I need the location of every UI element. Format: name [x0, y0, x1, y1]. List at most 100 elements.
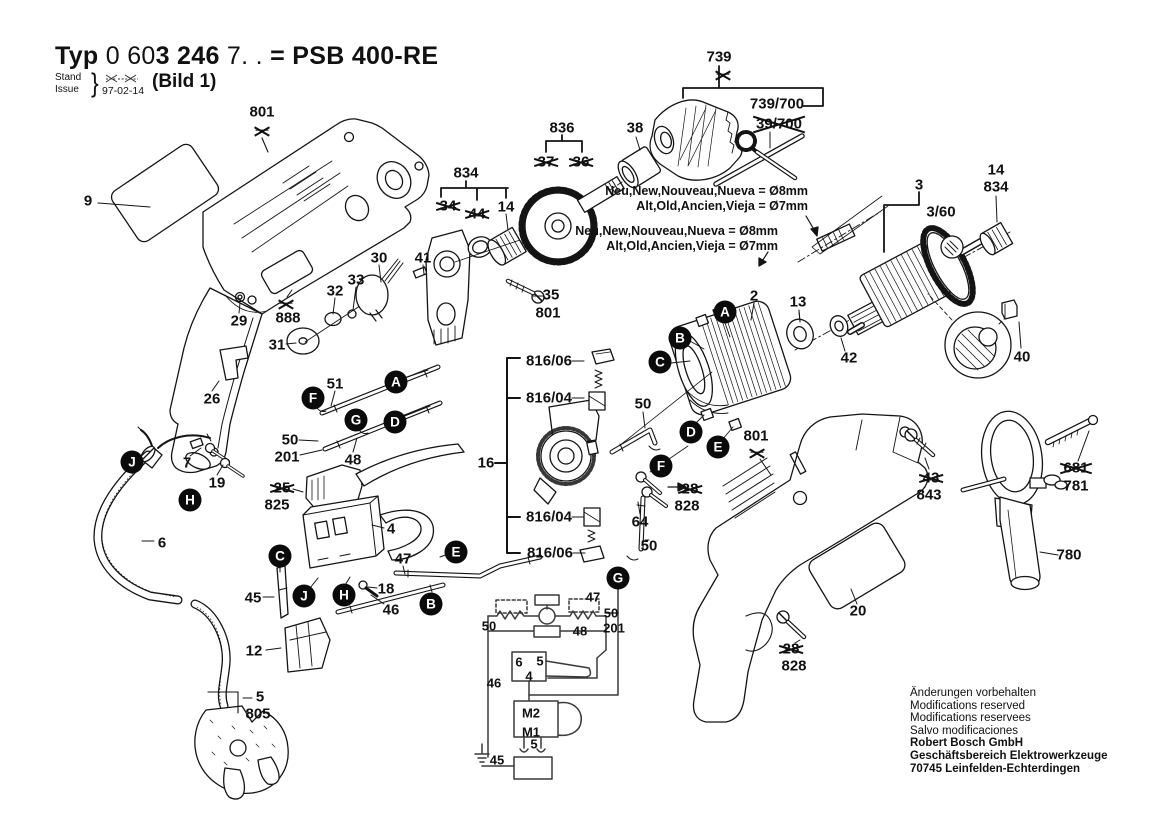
- bearing-plate-drawing: [425, 213, 527, 346]
- part-label-28-superseded: 28: [782, 640, 800, 658]
- footer-block: Änderungen vorbehalten Modifications res…: [910, 687, 1108, 775]
- screw-828-drawing: [776, 610, 807, 640]
- stand-issue-brace: }: [91, 67, 99, 98]
- size-note-new: Neu,New,Nouveau,Nueva = Ø8mm: [575, 224, 778, 238]
- part-label-29: 29: [230, 312, 248, 330]
- part-label-681-superseded: 681: [1063, 459, 1089, 477]
- size-note-new: Neu,New,Nouveau,Nueva = Ø8mm: [605, 184, 808, 198]
- superseded-x-icon: [749, 446, 766, 459]
- housing-right-drawing: [692, 413, 930, 723]
- wire-callout-E: E: [444, 540, 468, 564]
- wire-callout-C: C: [268, 544, 292, 568]
- part-label-816-06: 816/06: [526, 352, 572, 370]
- part-label-51: 51: [326, 375, 344, 393]
- footer-legal-line: Modifications reserved: [910, 699, 1026, 712]
- wire-callout-J: J: [292, 584, 316, 608]
- washer-group-drawing: [285, 258, 428, 355]
- part-label-47: 47: [585, 589, 601, 605]
- part-label-25-superseded: 25: [273, 479, 291, 497]
- part-label-4: 4: [386, 520, 396, 538]
- part-label-739-700: 739/700: [749, 95, 805, 113]
- part-label-4: 4: [525, 668, 533, 684]
- part-label-50: 50: [603, 605, 619, 621]
- part-label-16: 16: [477, 454, 495, 472]
- wire-callout-B: B: [419, 592, 443, 616]
- size-note-lower: Neu,New,Nouveau,Nueva = Ø8mm Alt,Old,Anc…: [568, 224, 778, 254]
- small-screws-drawing: [358, 471, 687, 598]
- screw-35-drawing: [505, 278, 545, 304]
- part-label-3: 3: [914, 176, 924, 194]
- part-label-739: 739: [706, 48, 732, 66]
- trigger-825-drawing: [305, 443, 465, 513]
- part-label-48: 48: [572, 623, 588, 639]
- part-label-6: 6: [515, 654, 523, 670]
- power-cord-drawing: [93, 426, 289, 800]
- part-label-42: 42: [840, 349, 858, 367]
- switch-4-drawing: [302, 495, 435, 569]
- part-label-41: 41: [414, 249, 432, 267]
- wire-callout-E: E: [706, 435, 730, 459]
- part-label-44-superseded: 44: [468, 205, 486, 223]
- wire-callout-F: F: [649, 454, 673, 478]
- wire-callout-A: A: [713, 300, 737, 324]
- part-label-40: 40: [1013, 348, 1031, 366]
- brush-holder-12-drawing: [265, 617, 331, 673]
- footer-legal-line: Änderungen vorbehalten: [910, 687, 1036, 699]
- part-label-201: 201: [603, 620, 625, 636]
- grouping-brackets: [261, 65, 920, 554]
- part-label-825: 825: [264, 496, 290, 514]
- wire-callout-G: G: [344, 408, 368, 432]
- part-label-5: 5: [536, 653, 544, 669]
- part-label-M2: M2: [521, 705, 541, 721]
- nameplate-9-drawing: [110, 143, 220, 243]
- spindle-drawing: [797, 195, 889, 263]
- part-label-38: 38: [626, 119, 644, 137]
- part-label-36-superseded: 36: [572, 153, 590, 171]
- shaft-section-detail-drawing: [927, 293, 1022, 379]
- footer-company-line: 70745 Leinfelden-Echterdingen: [910, 762, 1080, 775]
- part-label-6: 6: [157, 534, 167, 552]
- part-label-18: 18: [377, 580, 395, 598]
- part-label-828: 828: [674, 497, 700, 515]
- part-label-828: 828: [781, 657, 807, 675]
- armature-drawing: [794, 225, 1011, 351]
- part-label-34-superseded: 34: [439, 197, 457, 215]
- wire-callout-C: C: [648, 350, 672, 374]
- part-label-834: 834: [453, 164, 479, 182]
- part-label-50: 50: [640, 537, 658, 555]
- part-label-2: 2: [749, 287, 759, 305]
- size-note-old: Alt,Old,Ancien,Vieja = Ø7mm: [636, 199, 808, 213]
- issue-date: 97-02-14: [102, 85, 145, 97]
- part-label-801: 801: [535, 304, 561, 322]
- part-label-805: 805: [245, 705, 271, 723]
- part-label-20: 20: [849, 602, 867, 620]
- part-label-19: 19: [208, 474, 226, 492]
- part-label-46: 46: [382, 601, 400, 619]
- part-label-781: 781: [1063, 477, 1089, 495]
- part-label-7: 7: [182, 454, 192, 472]
- part-label-9: 9: [83, 192, 93, 210]
- part-label-816-04: 816/04: [526, 389, 572, 407]
- screw-7-19-drawing: [189, 437, 245, 478]
- page-title: Typ 0 603 246 7. . = PSB 400-RE: [55, 42, 439, 70]
- wire-callout-H: H: [178, 488, 202, 512]
- wire-callout-A: A: [384, 370, 408, 394]
- part-label-50: 50: [634, 395, 652, 413]
- sleeve-834-drawing: [979, 221, 1014, 256]
- part-label-32: 32: [326, 282, 344, 300]
- wire-callout-B: B: [668, 326, 692, 350]
- part-label-47: 47: [394, 550, 412, 568]
- stand-issue-label: Stand Issue: [55, 72, 82, 95]
- part-label-801: 801: [249, 103, 275, 121]
- chuck-drawing: [649, 99, 743, 181]
- wire-callout-J: J: [120, 450, 144, 474]
- part-label-37-superseded: 37: [537, 153, 555, 171]
- footer-legal-line: Modifications reservees: [910, 712, 1031, 725]
- chuck-key-drawing: [713, 130, 805, 187]
- part-label-M1: M1: [521, 724, 541, 740]
- wire-callout-G: G: [606, 566, 630, 590]
- part-label-26: 26: [203, 390, 221, 408]
- part-label-43-superseded: 43: [922, 469, 940, 487]
- size-note-upper: Neu,New,Nouveau,Nueva = Ø8mm Alt,Old,Anc…: [598, 184, 808, 214]
